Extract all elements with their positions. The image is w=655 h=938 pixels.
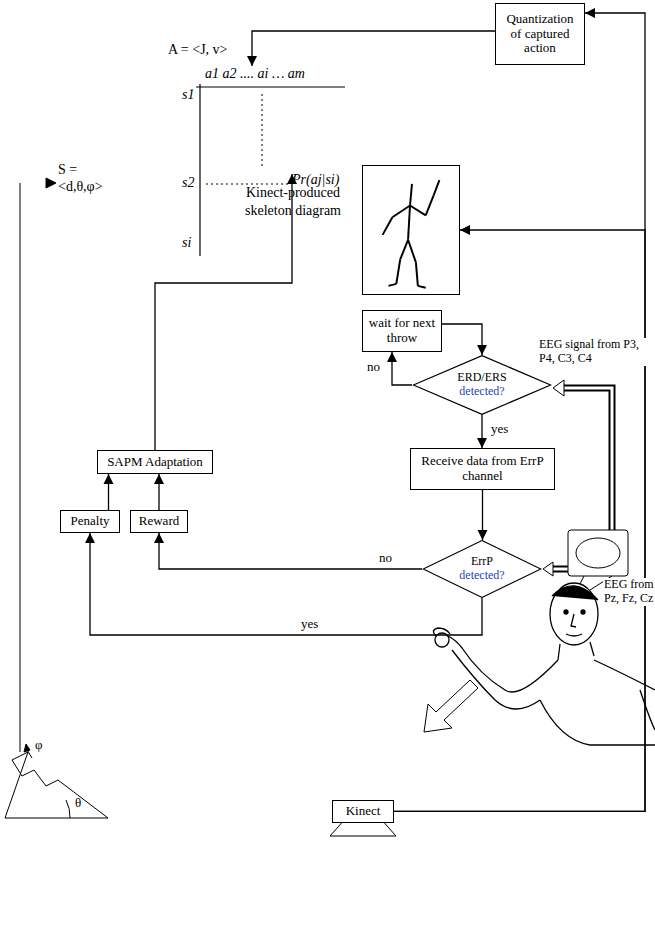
reward-box: Reward <box>130 510 188 533</box>
drawing-stroke <box>576 538 620 568</box>
drawing-stroke <box>24 744 30 752</box>
node-text: s1 <box>182 87 194 103</box>
skeleton-bone <box>410 184 412 206</box>
drawing-stroke <box>568 530 628 576</box>
flow-arrow <box>158 474 159 510</box>
drawing-stroke <box>199 84 200 256</box>
drawing-stroke <box>552 586 598 600</box>
diamond-shape <box>423 541 541 598</box>
skeleton-bone <box>392 206 410 218</box>
angle-label: φ <box>34 738 44 753</box>
drawing-stroke <box>196 86 345 87</box>
flow-arrow <box>108 474 109 510</box>
decision-diamond: ErrPdetected? <box>422 540 542 598</box>
drawing-stroke <box>640 690 655 730</box>
node-text: Reward <box>139 514 179 529</box>
state-action-axes <box>196 84 345 256</box>
skeleton-bone <box>434 180 440 196</box>
drawing-stroke <box>562 388 612 530</box>
subject-figure <box>433 583 655 745</box>
node-text: a1 a2 .... ai … am <box>205 66 305 82</box>
drawing-stroke <box>594 660 655 690</box>
flow-arrow <box>481 415 482 448</box>
flow-arrow <box>442 324 482 355</box>
drawing-stroke <box>540 700 655 745</box>
node-text: si <box>182 235 191 251</box>
skeleton-figure <box>363 166 459 294</box>
drawing-stroke <box>590 642 594 656</box>
process-box: Quantization of captured action <box>495 3 585 65</box>
drawing-stroke <box>571 614 576 627</box>
probability-table: A = <J, v>a1 a2 .... ai … ams1s2siS = <d… <box>55 66 350 256</box>
node-text: S = <d,θ,φ> <box>58 162 118 196</box>
drawing-stroke <box>20 183 21 752</box>
drawing-stroke <box>560 388 612 532</box>
drawing-stroke <box>564 610 568 614</box>
skeleton-bone <box>418 286 426 288</box>
flow-arrow <box>159 533 422 569</box>
node-text: ERD/ERS <box>457 371 506 385</box>
node-text: wait for next throw <box>367 316 437 346</box>
skeleton-bone <box>408 206 410 240</box>
skeleton-bone <box>388 284 396 286</box>
drawing-stroke <box>448 636 558 692</box>
drawing-stroke <box>550 583 598 645</box>
drawing-stroke <box>206 184 288 185</box>
skeleton-bone <box>383 217 393 235</box>
process-box: Receive data from ErrP channel <box>410 448 555 490</box>
skeleton-frame: Kinect-produced skeleton diagram <box>362 165 460 295</box>
kinect-box: Kinect <box>332 800 394 823</box>
skeleton-bone <box>416 262 418 286</box>
skeleton-bone <box>396 259 400 283</box>
signal-label: EEG from Pz, Fz, Cz <box>603 578 655 606</box>
node-text: Penalty <box>71 514 110 529</box>
process-box: wait for next throw <box>362 310 442 352</box>
edge-label: no <box>378 551 393 566</box>
skeleton-bone <box>410 206 426 216</box>
edge-label: yes <box>300 617 319 632</box>
flow-arrow <box>252 31 495 66</box>
node-text: detected? <box>459 569 504 583</box>
drawing-stroke <box>558 644 560 660</box>
flow-arrow <box>482 490 483 540</box>
drawing-stroke <box>5 752 108 818</box>
skeleton-bone <box>408 240 416 263</box>
decision-diamond: ERD/ERSdetected? <box>412 355 552 415</box>
edge-label: yes <box>490 422 509 437</box>
node-text: Quantization of captured action <box>500 12 580 57</box>
skeleton-bone <box>426 196 434 216</box>
drawing-stroke <box>543 562 553 576</box>
node-text: Kinect-produced skeleton diagram <box>243 184 343 220</box>
node-text: Receive data from ErrP channel <box>415 454 550 484</box>
drawing-stroke <box>580 576 584 584</box>
node-text: SAPM Adaptation <box>107 455 203 470</box>
node-text: A = <J, v> <box>168 42 227 58</box>
process-box: SAPM Adaptation <box>97 450 213 474</box>
drawing-stroke <box>566 634 582 636</box>
drawing-stroke <box>581 610 585 614</box>
diamond-shape <box>413 356 550 415</box>
node-text: s2 <box>182 175 194 191</box>
angle-label: θ <box>74 796 82 811</box>
flow-arrow <box>392 352 412 385</box>
flow-arrow <box>90 533 482 635</box>
flow-arrow <box>394 13 645 811</box>
skeleton-bone <box>400 240 408 260</box>
drawing-stroke <box>46 178 56 188</box>
drawing-stroke <box>66 800 70 818</box>
drawing-stroke <box>553 380 564 396</box>
node-text: Kinect <box>346 804 381 819</box>
penalty-box: Penalty <box>60 510 120 533</box>
edge-label: no <box>366 360 381 375</box>
throw-direction-arrow <box>424 680 478 732</box>
signal-label: EEG signal from P3, P4, C3, C4 <box>538 338 655 366</box>
inclined-plane-figure <box>5 178 108 818</box>
node-text: detected? <box>459 385 504 399</box>
node-text: ErrP <box>471 555 493 569</box>
drawing-stroke <box>262 94 263 168</box>
drawing-stroke <box>424 680 478 732</box>
